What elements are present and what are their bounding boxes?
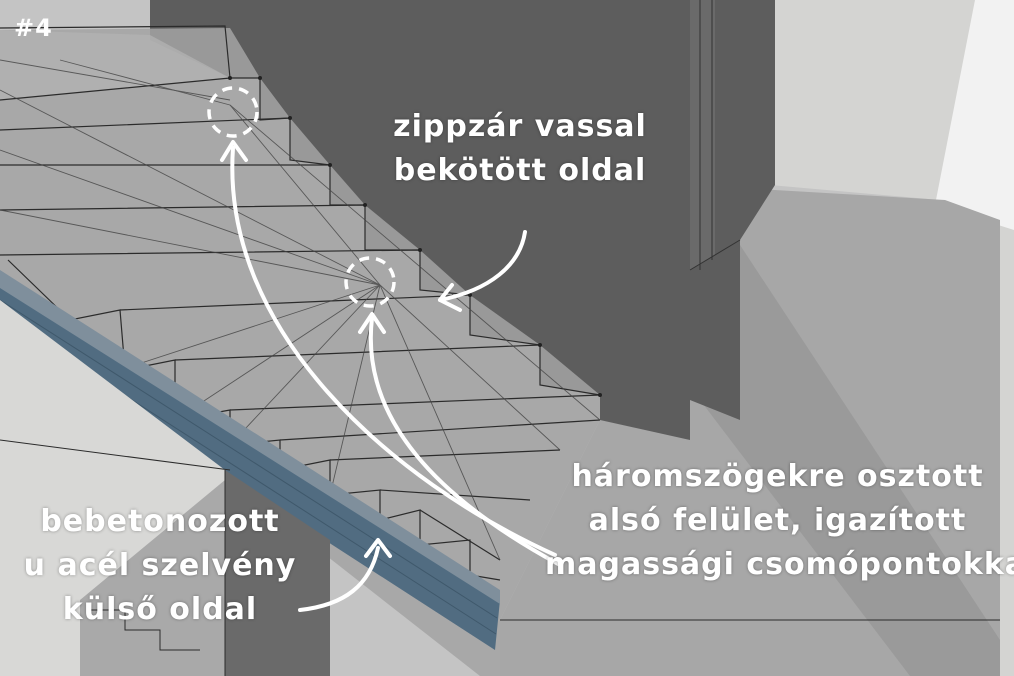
arrow-tri-upper-head bbox=[220, 140, 248, 162]
label-zipper-line-2: bekötött oldal bbox=[393, 153, 647, 188]
label-zipper-line-1: zippzár vassal bbox=[393, 109, 647, 144]
steel-u-channel-top bbox=[0, 270, 500, 604]
arrow-tri-lower bbox=[368, 316, 562, 567]
label-zipper-side: zippzár vassal bekötött oldal bbox=[365, 105, 675, 193]
label-tri-line-1: háromszögekre osztott bbox=[571, 459, 984, 494]
arrow-tri-lower-head bbox=[358, 312, 386, 334]
arrow-beam bbox=[298, 546, 380, 612]
label-triangulated-surface: háromszögekre osztott alsó felület, igaz… bbox=[545, 455, 1014, 587]
label-beam-line-3: külső oldal bbox=[62, 592, 258, 627]
figure-number: #4 bbox=[14, 14, 53, 42]
label-steel-channel: bebetonozott u acél szelvény külső oldal bbox=[20, 500, 300, 632]
label-beam-line-1: bebetonozott bbox=[40, 504, 280, 539]
label-beam-line-2: u acél szelvény bbox=[23, 548, 297, 583]
central-dark-wall bbox=[150, 0, 775, 440]
highlight-circle-lower bbox=[344, 256, 396, 308]
highlight-circle-upper bbox=[207, 86, 259, 138]
stair-flight-faces bbox=[0, 28, 600, 676]
arrow-beam-head bbox=[364, 538, 392, 558]
landing-floor-shadow bbox=[700, 245, 1000, 676]
lower-steps-left bbox=[80, 480, 225, 676]
arrow-zipper-head bbox=[438, 283, 462, 312]
label-tri-line-2: alsó felület, igazított bbox=[588, 503, 967, 538]
label-tri-line-3: magassági csomópontokkal bbox=[545, 547, 1014, 582]
wall-edge-strip bbox=[690, 0, 715, 270]
stair-flight-upper bbox=[0, 30, 230, 100]
far-right-white-panel bbox=[935, 0, 1014, 230]
arrow-zipper bbox=[438, 230, 527, 302]
lower-dark-column bbox=[225, 470, 330, 676]
